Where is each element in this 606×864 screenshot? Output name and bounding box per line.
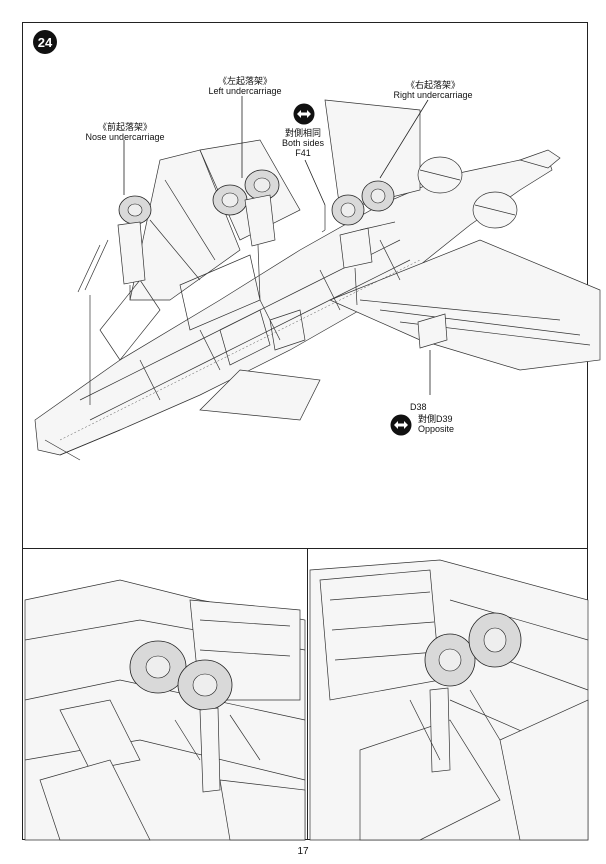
- left-undercarriage-en: Left undercarriage: [208, 86, 282, 96]
- detail-divider-vertical: [307, 548, 308, 840]
- nose-undercarriage-label: 《前起落架》 Nose undercarriage: [70, 122, 180, 142]
- step-number-badge: 24: [33, 30, 57, 54]
- both-sides-en: Both sides: [281, 138, 325, 148]
- detail-view-right: [309, 559, 589, 841]
- left-undercarriage-label: 《左起落架》 Left undercarriage: [195, 76, 295, 96]
- right-undercarriage-en: Right undercarriage: [393, 90, 473, 100]
- double-arrow-icon: [293, 103, 315, 125]
- opposite-label: 對側D39 Opposite: [418, 414, 478, 434]
- detail-view-left: [24, 579, 306, 841]
- part-d38-label: D38: [410, 402, 450, 412]
- part-d38-text: D38: [410, 402, 427, 412]
- opposite-cn: 對側D39: [418, 414, 453, 424]
- part-f41-label: F41: [295, 148, 311, 158]
- nose-undercarriage-cn: 《前起落架》: [97, 122, 152, 132]
- both-sides-cn: 對側相同: [284, 128, 321, 138]
- left-undercarriage-cn: 《左起落架》: [217, 76, 272, 86]
- double-arrow-icon: [390, 414, 412, 436]
- right-undercarriage-label: 《右起落架》 Right undercarriage: [378, 80, 488, 100]
- both-sides-label: 對側相同 Both sides F41: [268, 128, 338, 158]
- detail-divider-horizontal: [22, 548, 588, 549]
- opposite-en: Opposite: [418, 424, 455, 434]
- page-number: 17: [297, 846, 309, 857]
- right-undercarriage-cn: 《右起落架》: [405, 80, 460, 90]
- nose-undercarriage-en: Nose undercarriage: [85, 132, 165, 142]
